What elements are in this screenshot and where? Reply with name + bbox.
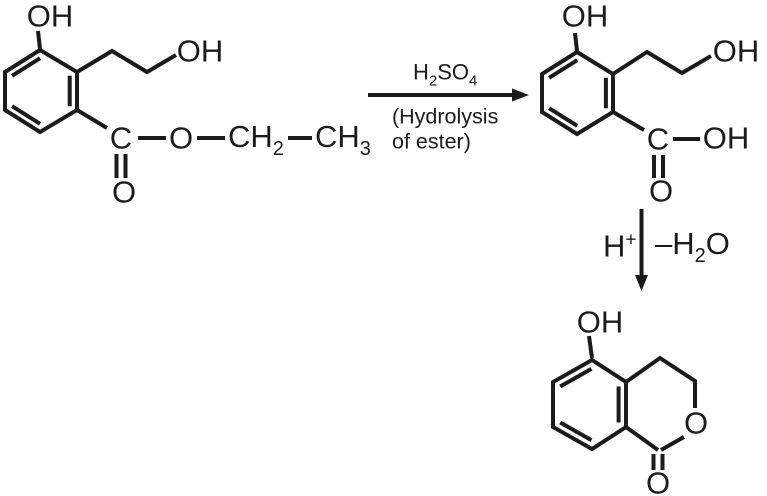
reactant-carbonyl-c-text: C [109, 120, 133, 156]
intermediate-carbonyl-o-label: O [649, 176, 673, 207]
hydrolysis-caption-line2-text: of ester) [392, 129, 471, 154]
product-benzene-ring [551, 357, 628, 452]
hydrolysis-arrow [368, 88, 529, 102]
product-o-to-carbonyl-bond [660, 435, 685, 452]
reagent-so-subscript: 4 [469, 72, 478, 90]
reactant-structure [3, 30, 312, 178]
reactant-chain-oh-text: OH [176, 33, 224, 69]
reactant-phenol-oh-label: OH [27, 1, 74, 32]
reactant-ring-to-carbonyl-bond [75, 108, 109, 130]
product-phenol-oh-bond [587, 335, 594, 359]
product-lactone-top-bonds [624, 355, 697, 408]
intermediate-chain-oh-text: OH [712, 33, 760, 69]
catalyst-h-text: H [603, 228, 626, 264]
intermediate-acid-oh-label: OH [703, 123, 750, 154]
product-structure [551, 335, 697, 470]
cyclization-arrow-head [635, 275, 648, 291]
product-ring-to-carbonyl-bond [624, 425, 660, 452]
byproduct-o-text: O [705, 226, 730, 261]
reactant-phenol-oh-text: OH [26, 0, 74, 34]
intermediate-carbonyl-c-label: C [647, 124, 669, 155]
hydrolysis-caption-line2: of ester) [392, 131, 471, 153]
product-phenol-oh-label: OH [577, 307, 624, 338]
product-ring-double-bonds [559, 367, 621, 442]
product-carbonyl-o-label: O [646, 468, 670, 496]
product-ring-o-label: O [684, 408, 708, 439]
byproduct-prefix-text: –H [655, 226, 695, 261]
reactant-ester-o-text: O [168, 120, 194, 156]
byproduct-minus-h2o-label: –H2O [655, 228, 730, 266]
reactant-ch2-label: CH2 [228, 121, 284, 159]
hydrolysis-caption-line1-text: (Hydrolysis [392, 104, 499, 129]
byproduct-subscript: 2 [694, 245, 706, 267]
intermediate-phenol-oh-label: OH [562, 1, 609, 32]
reagent-h-subscript: 2 [428, 72, 438, 90]
intermediate-ring-double-bonds [548, 58, 608, 128]
intermediate-structure [540, 32, 713, 178]
reactant-benzene-ring [3, 47, 79, 135]
reactant-carbonyl-c-label: C [110, 123, 132, 154]
intermediate-carbonyl-o-text: O [648, 173, 674, 209]
product-carbonyl-o-text: O [645, 465, 671, 496]
catalyst-h-plus-label: H+ [603, 231, 637, 262]
reagent-so-text: SO [437, 59, 470, 85]
intermediate-acid-oh-text: OH [702, 120, 750, 156]
cyclization-arrow [635, 209, 648, 291]
catalyst-plus-superscript: + [625, 229, 637, 251]
intermediate-chain-oh-label: OH [713, 36, 760, 67]
hydrolysis-caption-line1: (Hydrolysis [392, 106, 498, 128]
reactant-carbonyl-o-label: O [112, 177, 136, 208]
reagent-h2so4-label: H2SO4 [413, 59, 478, 90]
intermediate-carbonyl-c-text: C [646, 121, 670, 157]
reactant-phenol-oh-bond [36, 30, 42, 50]
reactant-ring-double-bonds [11, 56, 72, 126]
intermediate-benzene-ring [540, 49, 615, 137]
intermediate-hydroxyethyl-chain-bond [611, 49, 713, 76]
reactant-ch2-subscript: 2 [272, 138, 284, 160]
reactant-carbonyl-double-bond [114, 154, 128, 178]
reactant-chain-oh-label: OH [177, 36, 224, 67]
reactant-carbonyl-o-text: O [111, 174, 137, 210]
product-carbonyl-double-bond [651, 454, 665, 470]
product-phenol-oh-text: OH [576, 304, 624, 340]
reactant-ch3-subscript: 3 [359, 138, 371, 160]
reactant-ch3-text: CH [315, 119, 360, 154]
reactant-hydroxyethyl-chain-bond [75, 48, 178, 75]
intermediate-phenol-oh-text: OH [561, 0, 609, 34]
hydrolysis-arrow-head [512, 88, 529, 102]
reactant-ester-o-label: O [169, 123, 193, 154]
intermediate-carbonyl-double-bond [652, 155, 665, 178]
reactant-ch3-label: CH3 [315, 121, 371, 159]
intermediate-phenol-oh-bond [573, 32, 579, 52]
reagent-h-text: H [413, 59, 429, 85]
reactant-ch2-text: CH [228, 119, 273, 154]
product-ring-o-text: O [683, 405, 709, 441]
intermediate-ring-to-carbonyl-bond [611, 110, 646, 132]
